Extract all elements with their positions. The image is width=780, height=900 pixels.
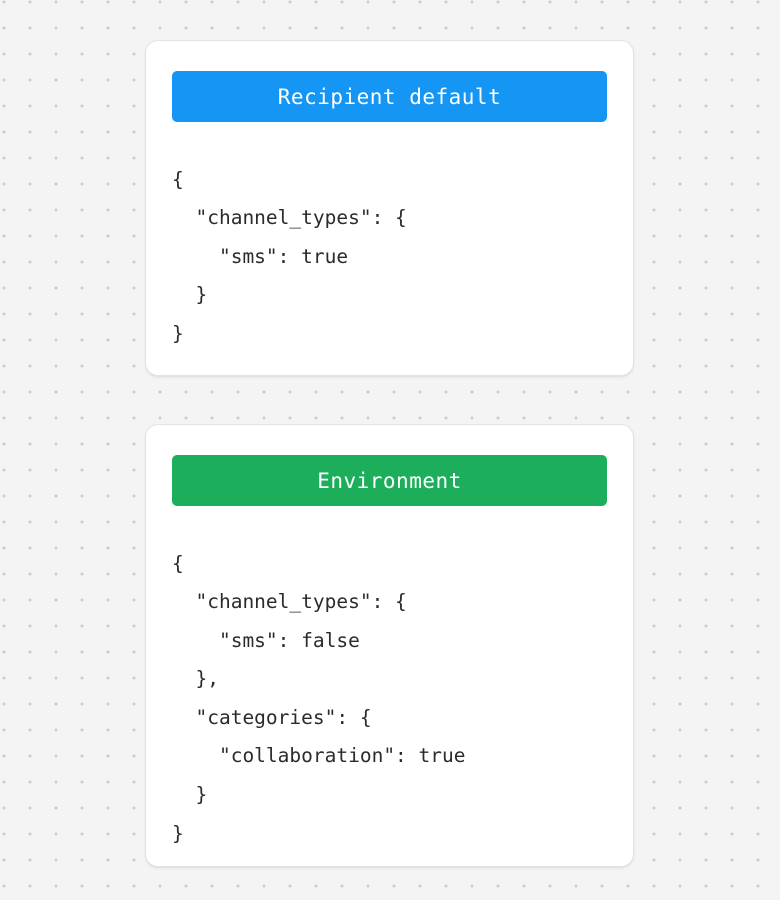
json-body-environment: { "channel_types": { "sms": false }, "ca… <box>172 551 466 845</box>
card-header-recipient-default[interactable]: Recipient default <box>172 71 607 122</box>
json-body-recipient-default: { "channel_types": { "sms": true } } <box>172 167 407 345</box>
card-recipient-default[interactable]: Recipient default { "channel_types": { "… <box>145 40 634 376</box>
card-environment[interactable]: Environment { "channel_types": { "sms": … <box>145 424 634 867</box>
card-header-environment[interactable]: Environment <box>172 455 607 506</box>
